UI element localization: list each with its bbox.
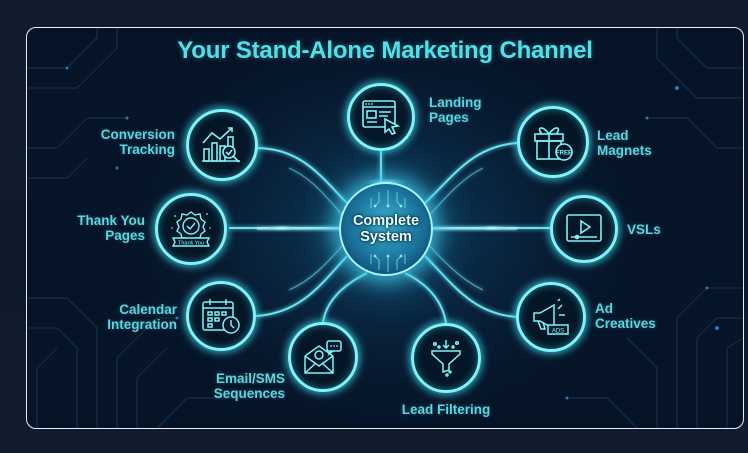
label-line: Email/SMS <box>215 371 285 386</box>
node-lead-filtering[interactable] <box>411 323 481 393</box>
label-line: Pages <box>105 228 145 243</box>
diagram-card: Your Stand-Alone Marketing Channel Compl… <box>26 27 744 429</box>
node-calendar-integration[interactable] <box>186 281 256 351</box>
node-landing-pages[interactable] <box>347 83 415 151</box>
label-email-sms-sequences: Email/SMS Sequences <box>214 371 285 401</box>
label-line: Tracking <box>119 142 175 157</box>
webpage-cursor-icon <box>362 100 401 135</box>
label-line: Ad <box>595 301 613 316</box>
ads-badge-text: ADS <box>552 329 564 335</box>
node-thank-you-pages[interactable]: Thank You <box>155 193 227 265</box>
label-line: Lead <box>597 128 629 143</box>
label-line: VSLs <box>627 222 661 237</box>
node-lead-magnets[interactable]: FREE <box>517 106 589 178</box>
label-conversion-tracking: Conversion Tracking <box>101 127 175 157</box>
label-line: Pages <box>429 110 469 125</box>
calendar-clock-icon <box>202 299 240 334</box>
node-ad-creatives[interactable]: ADS <box>516 282 586 352</box>
gift-free-icon: FREE <box>534 127 573 161</box>
label-landing-pages: Landing Pages <box>429 95 482 125</box>
center-label-line1: Complete <box>352 213 420 229</box>
label-line: Conversion <box>100 127 175 142</box>
label-lead-magnets: Lead Magnets <box>597 128 652 158</box>
label-vsls: VSLs <box>627 222 661 237</box>
check-badge-ribbon-icon: Thank You <box>171 211 211 247</box>
label-line: Creatives <box>595 316 656 331</box>
free-badge-text: FREE <box>556 151 572 157</box>
complete-system-hub: Complete System <box>339 182 433 276</box>
node-vsls[interactable] <box>550 195 618 263</box>
video-player-icon <box>566 214 602 242</box>
label-thank-you-pages: Thank You Pages <box>77 213 145 243</box>
label-line: Landing <box>429 95 482 110</box>
circuit-chip-icon <box>370 190 406 272</box>
label-line: Lead Filtering <box>401 402 491 417</box>
funnel-icon <box>431 340 461 377</box>
megaphone-ads-icon: ADS <box>533 298 569 335</box>
label-line: Thank You <box>77 213 145 228</box>
envelope-chat-icon <box>304 340 342 374</box>
node-email-sms-sequences[interactable] <box>288 322 358 392</box>
label-calendar-integration: Calendar Integration <box>107 302 177 332</box>
label-lead-filtering: Lead Filtering <box>386 402 506 417</box>
label-line: Sequences <box>213 386 285 401</box>
label-line: Magnets <box>597 143 652 158</box>
center-label-line2: System <box>360 229 412 245</box>
label-line: Calendar <box>119 302 177 317</box>
label-ad-creatives: Ad Creatives <box>595 301 656 331</box>
page-title: Your Stand-Alone Marketing Channel <box>177 37 593 64</box>
thank-you-ribbon-text: Thank You <box>178 241 204 247</box>
bar-chart-magnifier-icon <box>202 127 240 163</box>
node-conversion-tracking[interactable] <box>186 109 258 181</box>
circuit-background <box>27 28 743 428</box>
label-line: Integration <box>107 317 177 332</box>
